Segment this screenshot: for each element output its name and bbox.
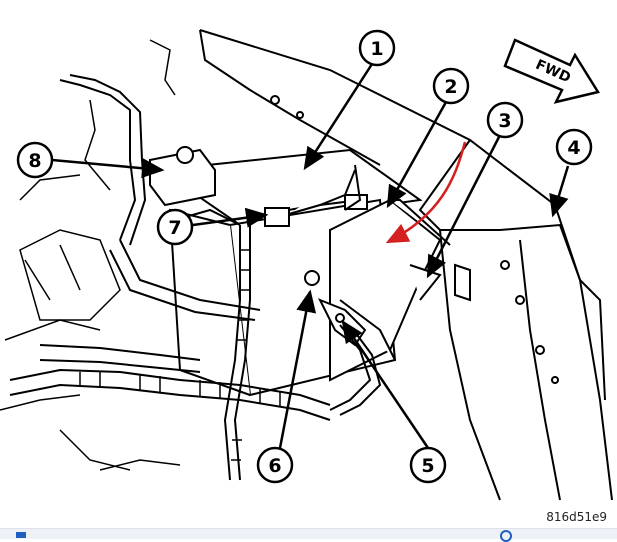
leader-3: [426, 134, 502, 279]
red-annotation-arrow: [385, 141, 467, 244]
callout-7: 7: [156, 208, 194, 246]
callout-8: 8: [16, 141, 54, 179]
leader-4: [549, 165, 570, 218]
callout-3-label: 3: [498, 110, 511, 132]
callout-1-label: 1: [370, 38, 383, 60]
leader-2: [386, 101, 448, 209]
bottom-toolbar: [0, 528, 617, 539]
callout-8-label: 8: [28, 150, 41, 172]
callout-4: 4: [555, 128, 593, 166]
square-icon[interactable]: [16, 532, 26, 538]
leader-8: [51, 158, 165, 179]
callout-3: 3: [486, 101, 524, 139]
callout-6-label: 6: [268, 455, 281, 477]
figure-reference-code: 816d51e9: [546, 510, 607, 524]
circle-icon[interactable]: [500, 530, 512, 542]
leader-6: [278, 289, 317, 449]
callout-2-label: 2: [444, 76, 457, 98]
callout-5: 5: [409, 446, 447, 484]
leader-5: [341, 319, 430, 449]
power-distribution-box: [149, 146, 216, 207]
leader-1: [303, 63, 374, 171]
engine-bay-sketch: [0, 39, 181, 471]
callout-4-label: 4: [567, 137, 580, 159]
callout-2: 2: [432, 67, 470, 105]
callout-1: 1: [358, 29, 396, 67]
callout-6: 6: [256, 446, 294, 484]
callout-7-label: 7: [168, 217, 181, 239]
leader-lines: [51, 63, 570, 449]
leader-7: [192, 207, 269, 228]
forward-direction-arrow: FWD: [503, 38, 600, 104]
battery-holddown: [329, 198, 451, 382]
harness-ribs: [79, 249, 281, 461]
callout-5-label: 5: [421, 455, 434, 477]
